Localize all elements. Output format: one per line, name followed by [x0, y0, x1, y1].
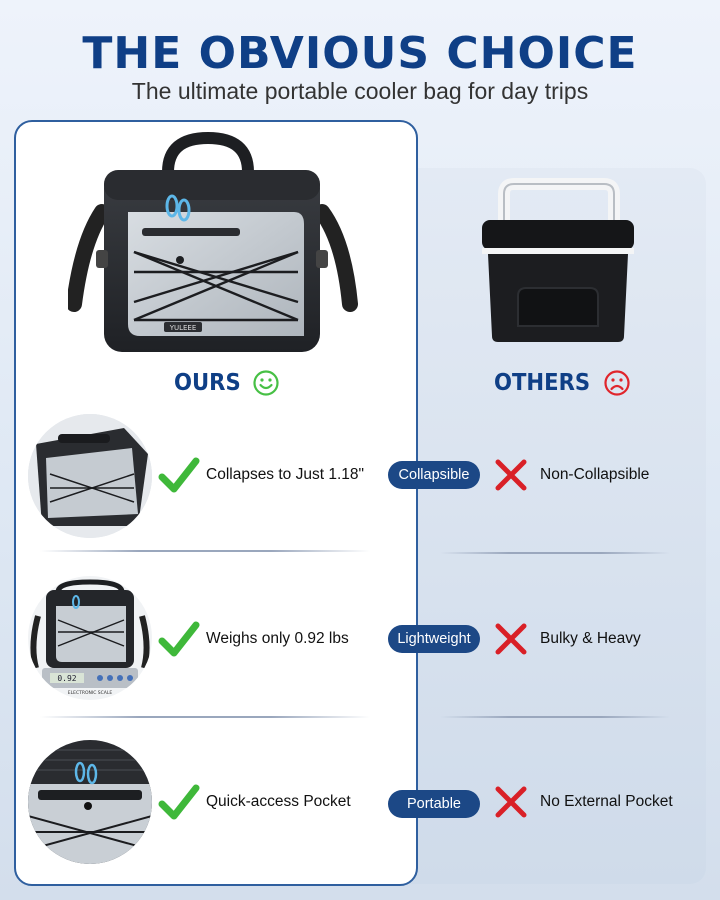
scale-label: ELECTRONIC SCALE: [68, 690, 113, 696]
feature-pill-lightweight: Lightweight: [388, 625, 480, 653]
scale-readout: 0.92: [57, 674, 76, 683]
headline: THE OBVIOUS CHOICE: [82, 28, 638, 79]
others-label: OTHERS: [494, 370, 591, 396]
smiley-face-icon: [252, 370, 279, 396]
collapsed-bag-thumbnail: [28, 414, 152, 538]
checkmark-icon: [158, 457, 200, 493]
checkmark-icon: [158, 621, 200, 657]
feature-pill-portable: Portable: [388, 790, 480, 818]
hard-cooler-image: [482, 178, 634, 342]
row-divider: [40, 550, 370, 552]
ours-feature-text: Weighs only 0.92 lbs: [206, 630, 349, 647]
cross-icon: [495, 623, 527, 655]
cooler-bag-image: YULEEE: [68, 132, 358, 352]
ours-feature-text: Quick-access Pocket: [206, 793, 351, 810]
cross-icon: [495, 786, 527, 818]
bag-on-scale-thumbnail: 0.92 ELECTRONIC SCALE: [28, 576, 152, 700]
sad-face-icon: [604, 370, 631, 396]
ours-feature-text: Collapses to Just 1.18": [206, 466, 365, 483]
ours-heading: OURS: [174, 368, 279, 398]
cross-icon: [495, 459, 527, 491]
ours-label: OURS: [174, 370, 241, 396]
feature-pill-collapsible: Collapsible: [388, 461, 480, 489]
checkmark-icon: [158, 784, 200, 820]
others-feature-text: Non-Collapsible: [540, 466, 650, 483]
pocket-closeup-thumbnail: [28, 740, 152, 864]
row-divider: [40, 716, 370, 718]
others-heading: OTHERS: [494, 368, 631, 398]
brand-tag: YULEEE: [169, 324, 197, 332]
others-feature-text: No External Pocket: [540, 793, 673, 810]
subheadline: The ultimate portable cooler bag for day…: [131, 78, 589, 104]
row-divider: [440, 552, 670, 554]
row-divider: [440, 716, 670, 718]
others-feature-text: Bulky & Heavy: [540, 630, 641, 647]
